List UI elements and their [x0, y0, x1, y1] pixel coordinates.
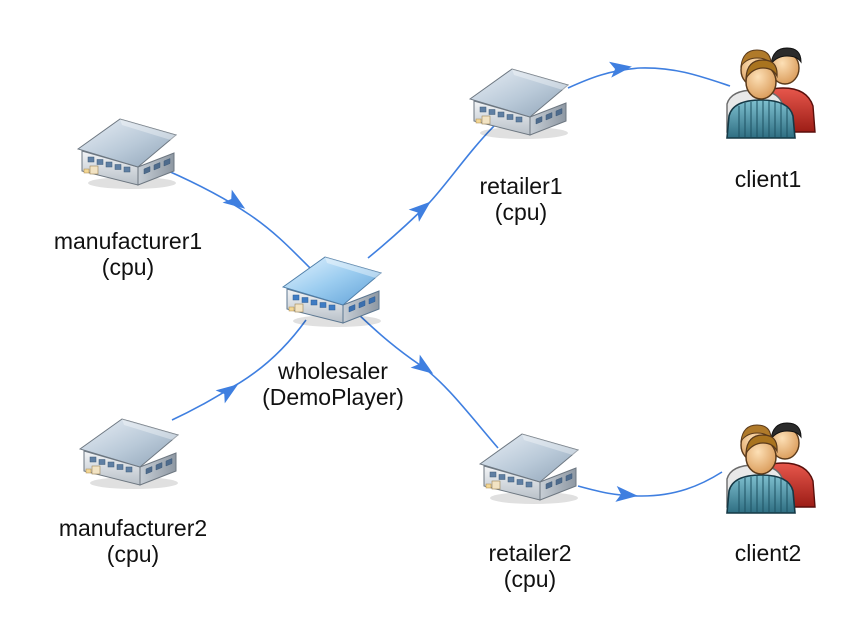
node-label-retailer1: retailer1(cpu)	[479, 173, 562, 225]
node-name: manufacturer1	[53, 228, 203, 254]
edge-retailer2-to-client2	[577, 471, 723, 502]
node-role: (cpu)	[106, 541, 160, 567]
warehouse-icon[interactable]	[77, 118, 177, 190]
arrow-head-icon	[215, 384, 239, 404]
arrow-head-icon	[615, 485, 638, 502]
node-label-client1: client1	[735, 166, 801, 192]
edges-layer	[165, 61, 731, 502]
edge-line	[577, 471, 723, 497]
edge-manufacturer2-to-wholesaler	[171, 319, 307, 421]
edge-line	[165, 169, 311, 269]
users-icon[interactable]	[726, 422, 816, 514]
arrow-head-icon	[408, 201, 431, 222]
node-name: wholesaler	[278, 358, 388, 384]
node-name: manufacturer2	[58, 515, 208, 541]
arrow-head-icon	[410, 354, 434, 374]
node-role: (cpu)	[101, 254, 155, 280]
node-name: client2	[734, 540, 802, 566]
node-role: (cpu)	[503, 566, 557, 592]
node-label-manufacturer1: manufacturer1(cpu)	[54, 228, 202, 280]
edge-line	[367, 123, 497, 259]
node-name: retailer1	[479, 173, 563, 199]
node-name: retailer2	[488, 540, 572, 566]
edge-manufacturer1-to-wholesaler	[165, 169, 311, 269]
edge-wholesaler-to-retailer1	[367, 123, 497, 259]
node-label-retailer2: retailer2(cpu)	[488, 540, 571, 592]
node-label-manufacturer2: manufacturer2(cpu)	[59, 515, 207, 567]
node-name: client1	[734, 166, 802, 192]
edge-wholesaler-to-retailer2	[355, 311, 499, 449]
arrow-head-icon	[609, 61, 632, 78]
edge-retailer1-to-client1	[567, 61, 731, 89]
edge-line	[567, 67, 731, 89]
nodes-layer	[77, 47, 816, 514]
warehouse-icon[interactable]	[282, 256, 382, 328]
node-role: (DemoPlayer)	[262, 384, 404, 410]
arrow-head-icon	[222, 189, 246, 209]
node-label-wholesaler: wholesaler(DemoPlayer)	[262, 358, 404, 410]
node-role: (cpu)	[494, 199, 548, 225]
users-icon[interactable]	[726, 47, 816, 139]
warehouse-icon[interactable]	[469, 68, 569, 140]
warehouse-icon[interactable]	[79, 418, 179, 490]
node-label-client2: client2	[735, 540, 801, 566]
